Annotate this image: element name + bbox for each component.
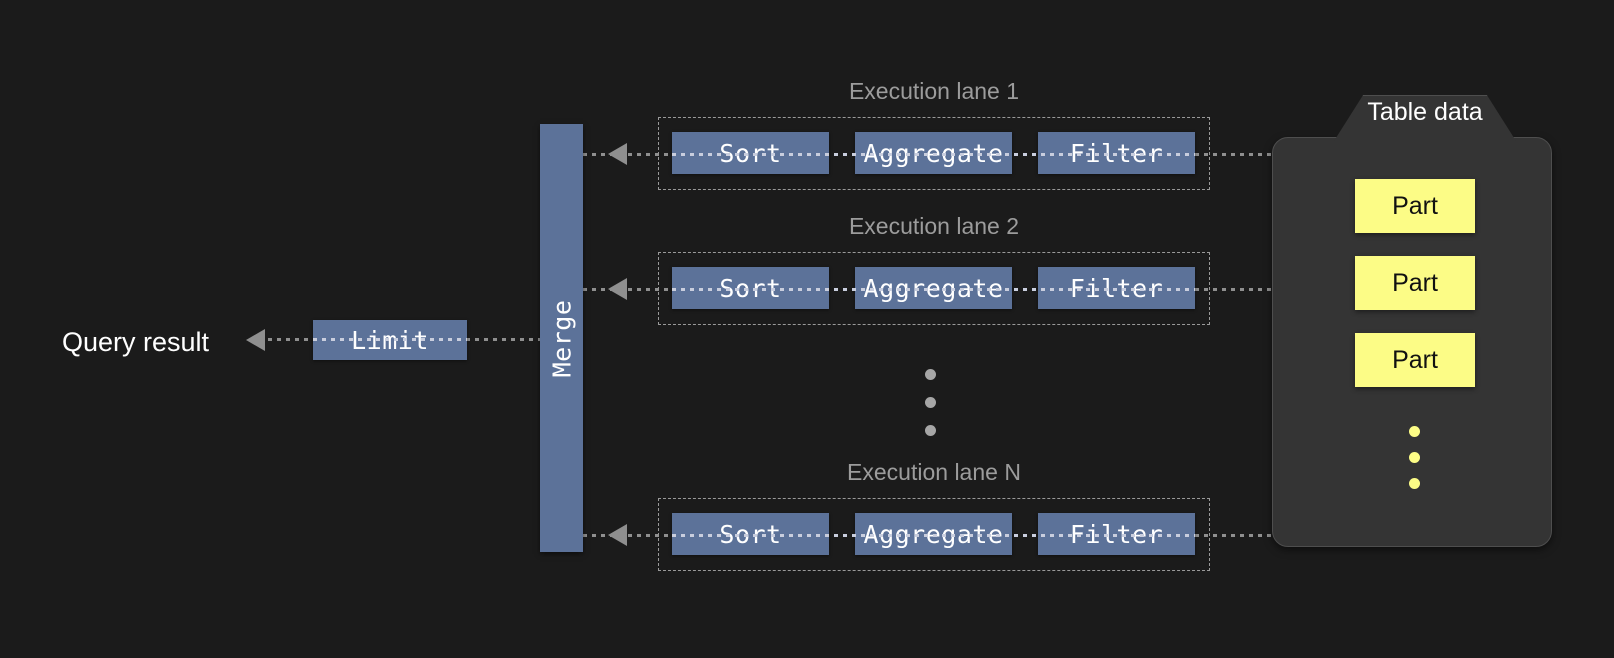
lane-ellipsis-dot-2	[925, 397, 936, 408]
connector-lane1-to-merge	[583, 153, 673, 156]
lane-frame-n	[658, 498, 1210, 571]
lane-frame-2	[658, 252, 1210, 325]
table-data-container: Table data Part Part Part	[1272, 95, 1552, 547]
table-data-tab-shape	[1334, 95, 1516, 141]
table-data-ellipsis-dot-2	[1409, 452, 1420, 463]
connector-through-limit	[313, 338, 467, 341]
connector-tabledata-to-lane1	[1195, 153, 1272, 156]
lane-frame-1	[658, 117, 1210, 190]
query-result-label: Query result	[62, 327, 210, 357]
lane-title-n: Execution lane N	[847, 459, 1021, 485]
connector-lanen-to-merge	[583, 534, 673, 537]
lane-ellipsis-dot-3	[925, 425, 936, 436]
table-data-part-2[interactable]: Part	[1355, 256, 1475, 310]
lane-title-2: Execution lane 2	[848, 213, 1020, 239]
table-data-part-1-label: Part	[1392, 191, 1438, 220]
connector-lane2-internal	[672, 288, 1195, 291]
arrow-lanen-to-merge-icon	[608, 524, 627, 546]
connector-lanen-internal	[672, 534, 1195, 537]
arrow-lane2-to-merge-icon	[608, 278, 627, 300]
connector-tabledata-to-lane2	[1195, 288, 1272, 291]
table-data-part-2-label: Part	[1392, 268, 1438, 297]
lane-title-1: Execution lane 1	[848, 78, 1020, 104]
table-data-ellipsis-dot-3	[1409, 478, 1420, 489]
table-data-part-3[interactable]: Part	[1355, 333, 1475, 387]
arrow-lane1-to-merge-icon	[608, 143, 627, 165]
connector-lane1-internal	[672, 153, 1195, 156]
merge-operator[interactable]: Merge	[540, 124, 583, 552]
arrow-to-query-result-icon	[246, 329, 265, 351]
connector-tabledata-to-lanen	[1195, 534, 1272, 537]
table-data-title: Table data	[1367, 98, 1483, 126]
connector-lane2-to-merge	[583, 288, 673, 291]
table-data-part-3-label: Part	[1392, 345, 1438, 374]
merge-operator-label: Merge	[547, 299, 577, 377]
table-data-part-1[interactable]: Part	[1355, 179, 1475, 233]
table-data-ellipsis-dot-1	[1409, 426, 1420, 437]
lane-ellipsis-dot-1	[925, 369, 936, 380]
